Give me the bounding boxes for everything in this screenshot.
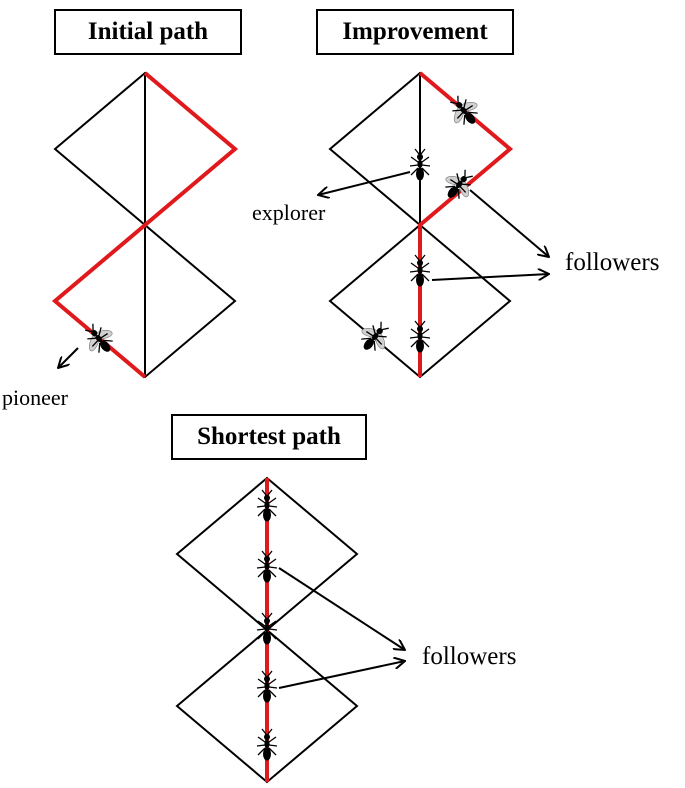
shortest-followers-label: followers: [422, 643, 517, 670]
pioneer-label: pioneer: [2, 385, 68, 410]
improvement-followers-label: followers: [565, 249, 660, 276]
pioneer-arrow: [58, 347, 79, 368]
explorer-arrow: [318, 171, 411, 195]
followers-arrow: [431, 274, 549, 281]
initial-red-path: [51, 71, 239, 379]
improvement-diagram: [318, 71, 549, 379]
initial-path-diagram: [51, 71, 239, 379]
followers-arrow: [469, 189, 549, 257]
shortest-path-diagram: [175, 476, 405, 784]
initial-path-title: Initial path: [54, 9, 242, 55]
improvement-title: Improvement: [316, 9, 514, 55]
shortest-path-title: Shortest path: [171, 414, 367, 460]
follower-ant-icon: [437, 163, 481, 207]
followers-arrow: [278, 661, 405, 689]
followers-arrow: [278, 567, 405, 650]
explorer-label: explorer: [252, 200, 326, 225]
